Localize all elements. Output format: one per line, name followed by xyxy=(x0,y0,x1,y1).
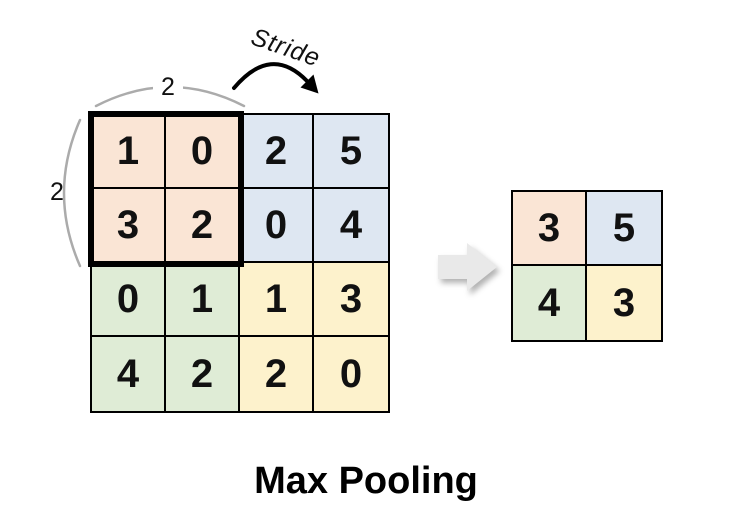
output-grid: 3 5 4 3 xyxy=(511,190,663,342)
grid-cell: 0 xyxy=(314,337,388,411)
grid-cell: 2 xyxy=(166,189,240,263)
grid-cell: 4 xyxy=(513,266,587,340)
grid-cell: 3 xyxy=(92,189,166,263)
grid-cell: 2 xyxy=(240,337,314,411)
grid-cell: 1 xyxy=(240,263,314,337)
grid-cell: 5 xyxy=(314,115,388,189)
pooling-window xyxy=(88,111,244,267)
grid-cell: 2 xyxy=(240,115,314,189)
stride-arrow-icon xyxy=(232,62,309,90)
transform-arrow-icon xyxy=(438,243,497,291)
grid-cell: 3 xyxy=(314,263,388,337)
stride-label: Stride xyxy=(247,22,325,73)
grid-cell: 0 xyxy=(240,189,314,263)
grid-cell: 4 xyxy=(314,189,388,263)
grid-cell: 3 xyxy=(587,266,661,340)
diagram-title: Max Pooling xyxy=(254,460,478,502)
grid-cell: 2 xyxy=(166,337,240,411)
kernel-height-label: 2 xyxy=(50,178,64,206)
grid-cell: 1 xyxy=(92,115,166,189)
grid-cell: 4 xyxy=(92,337,166,411)
grid-cell: 5 xyxy=(587,192,661,266)
input-grid: 1 0 2 5 3 2 0 4 0 1 1 3 4 2 2 0 xyxy=(90,113,390,413)
grid-cell: 1 xyxy=(166,263,240,337)
stride-arrowhead-icon xyxy=(300,74,319,94)
grid-cell: 3 xyxy=(513,192,587,266)
grid-cell: 0 xyxy=(92,263,166,337)
kernel-width-label: 2 xyxy=(153,72,183,102)
